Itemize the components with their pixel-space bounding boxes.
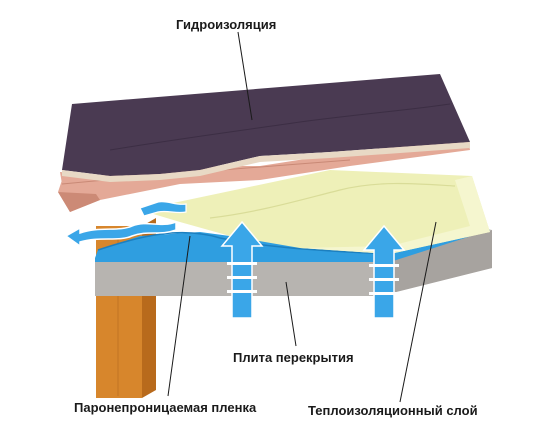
leader-lines	[167, 31, 437, 403]
leader-floor-slab	[285, 281, 297, 347]
label-floor-slab: Плита перекрытия	[233, 350, 354, 365]
label-vapor-membrane: Паронепроницаемая пленка	[74, 400, 257, 415]
label-waterproofing: Гидроизоляция	[176, 17, 276, 32]
upward-arrow-right	[362, 224, 406, 319]
upward-arrow-left	[220, 220, 264, 319]
vapor-flow-arrows	[64, 200, 187, 248]
insulation-layer	[140, 170, 490, 254]
leader-insulation	[399, 221, 437, 403]
leader-vapor-membrane	[167, 235, 191, 397]
waterproofing-membrane	[62, 74, 470, 182]
label-insulation-layer: Теплоизоляционный слой	[308, 403, 478, 418]
leader-waterproofing	[237, 31, 253, 121]
